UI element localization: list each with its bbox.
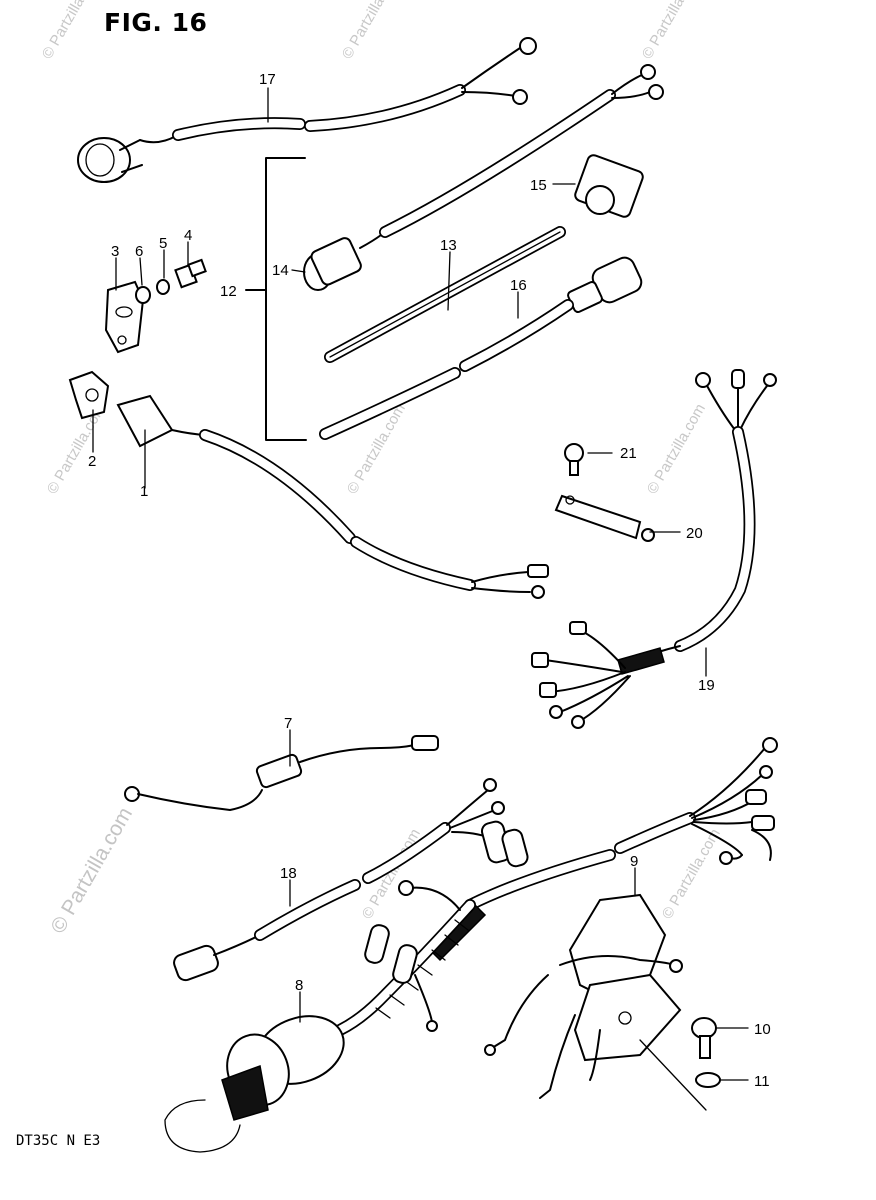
- diagram-footer-code: DT35C N E3: [16, 1133, 101, 1149]
- part-14-connector: [303, 64, 664, 291]
- watermark: © Partzilla.com: [659, 826, 724, 922]
- callout-18: 18: [280, 865, 297, 882]
- part-10-screw: [691, 1017, 717, 1059]
- part-7-lead: [124, 735, 439, 811]
- callout-20: 20: [686, 525, 703, 542]
- callout-labels: 17 15 13 14 12 16 3 6 5 4 2 1 21 20 19 7…: [88, 71, 771, 1090]
- callout-4: 4: [184, 227, 192, 244]
- callout-15: 15: [530, 177, 547, 194]
- watermark: © Partzilla.com: [644, 401, 709, 497]
- callout-5: 5: [159, 235, 167, 252]
- callout-19: 19: [698, 677, 715, 694]
- part-5-washer: [156, 279, 170, 295]
- callout-17: 17: [259, 71, 276, 88]
- part-2-bracket: [68, 370, 110, 420]
- part-1-switch: [116, 394, 549, 599]
- callout-leaders: [92, 87, 749, 1111]
- callout-3: 3: [111, 243, 119, 260]
- part-6-washer: [135, 286, 151, 304]
- callout-21: 21: [620, 445, 637, 462]
- callout-14: 14: [272, 262, 289, 279]
- callout-12: 12: [220, 283, 237, 300]
- part-13-strip: [324, 226, 566, 363]
- part-4-screw: [174, 258, 207, 289]
- callout-10: 10: [754, 1021, 771, 1038]
- callout-8: 8: [295, 977, 303, 994]
- watermark: © Partzilla.com: [46, 803, 137, 937]
- figure-title: FIG. 16: [104, 8, 208, 37]
- part-18-harness: [173, 778, 529, 982]
- part-11-washer: [695, 1072, 721, 1088]
- callout-6: 6: [135, 243, 143, 260]
- watermark: © Partzilla.com: [39, 0, 104, 62]
- part-21-screw: [564, 443, 584, 476]
- part-12-group-bracket: [245, 157, 307, 441]
- callout-1: 1: [140, 483, 148, 500]
- part-17-harness: [77, 37, 537, 183]
- part-15-boot: [574, 154, 644, 218]
- callout-13: 13: [440, 237, 457, 254]
- part-9-plate: [484, 893, 683, 1099]
- watermark: © Partzilla.com: [44, 401, 109, 497]
- callout-9: 9: [630, 853, 638, 870]
- part-19-harness: [531, 369, 777, 729]
- callout-7: 7: [284, 715, 292, 732]
- part-16-tube: [319, 256, 643, 440]
- callout-2: 2: [88, 453, 96, 470]
- watermark: © Partzilla.com: [339, 0, 404, 62]
- part-20-strap: [554, 494, 655, 542]
- part-3-bracket: [104, 280, 145, 354]
- part-8-main-harness: [164, 737, 778, 1153]
- callout-11: 11: [754, 1073, 770, 1090]
- callout-16: 16: [510, 277, 527, 294]
- watermark: © Partzilla.com: [639, 0, 704, 62]
